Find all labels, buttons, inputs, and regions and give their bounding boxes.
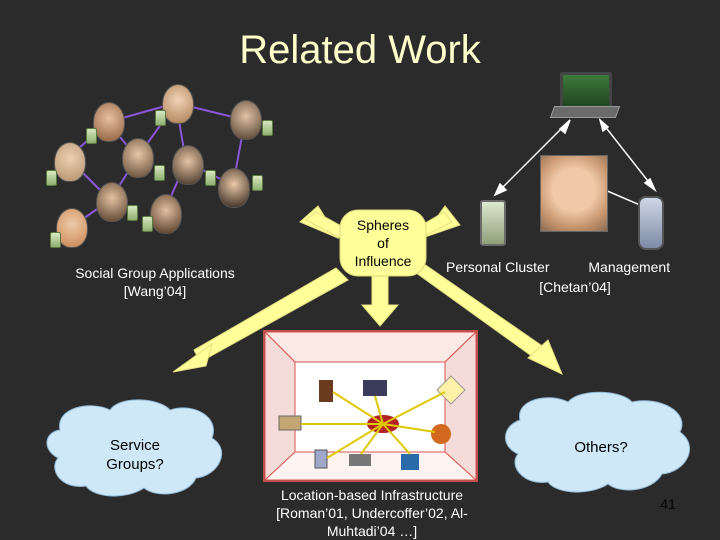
person-photo-icon (122, 138, 154, 178)
social-group-label: Social Group Applications [Wang’04] (75, 265, 235, 299)
person-photo-icon (150, 194, 182, 234)
room-scene-icon (263, 330, 478, 482)
person-photo-icon (540, 155, 608, 232)
pda-device-icon (262, 120, 273, 136)
mobile-phone-icon (638, 196, 664, 250)
person-photo-icon (96, 182, 128, 222)
person-photo-icon (172, 145, 204, 185)
pda-device-icon (50, 232, 61, 248)
flowers-icon (431, 424, 451, 444)
pda-device-icon (480, 200, 506, 246)
person-photo-icon (56, 208, 88, 248)
pda-device-icon (205, 170, 216, 186)
pda-device-icon (154, 165, 165, 181)
spheres-box (339, 209, 427, 277)
tv-icon (363, 380, 387, 396)
pda-device-icon (252, 175, 263, 191)
person-photo-icon (230, 100, 262, 140)
arrow-to-location (360, 269, 400, 327)
others-label: Others? (574, 439, 628, 456)
radio-icon (278, 415, 302, 431)
service-groups-label: Service Groups? (106, 437, 164, 473)
pda-device-icon (46, 170, 57, 186)
person-photo-icon (218, 168, 250, 208)
others-cloud (505, 391, 691, 493)
cluster-links (493, 117, 657, 206)
person-photo-icon (93, 102, 125, 142)
cluster-label-line1: Personal Cluster Management (446, 259, 671, 275)
laptop-icon (349, 454, 371, 466)
cluster-label-line2: [Chetan’04] (539, 279, 611, 295)
mug-icon (401, 454, 419, 470)
location-label: Location-based Infrastructure [Roman’01,… (276, 487, 468, 539)
spheres-label: Spheres of Influence (354, 217, 412, 269)
cabinet-icon (319, 380, 333, 402)
person-photo-icon (54, 142, 86, 182)
pda-device-icon (86, 128, 97, 144)
pda-device-icon (142, 216, 153, 232)
laptop-icon (549, 72, 621, 120)
pda-device-icon (155, 110, 166, 126)
pda-icon (314, 449, 328, 469)
room-illustration (263, 330, 478, 482)
person-photo-icon (162, 84, 194, 124)
page-number: 41 (660, 496, 676, 512)
slide-title: Related Work (239, 28, 481, 72)
pda-device-icon (127, 205, 138, 221)
service-cloud (46, 399, 223, 497)
